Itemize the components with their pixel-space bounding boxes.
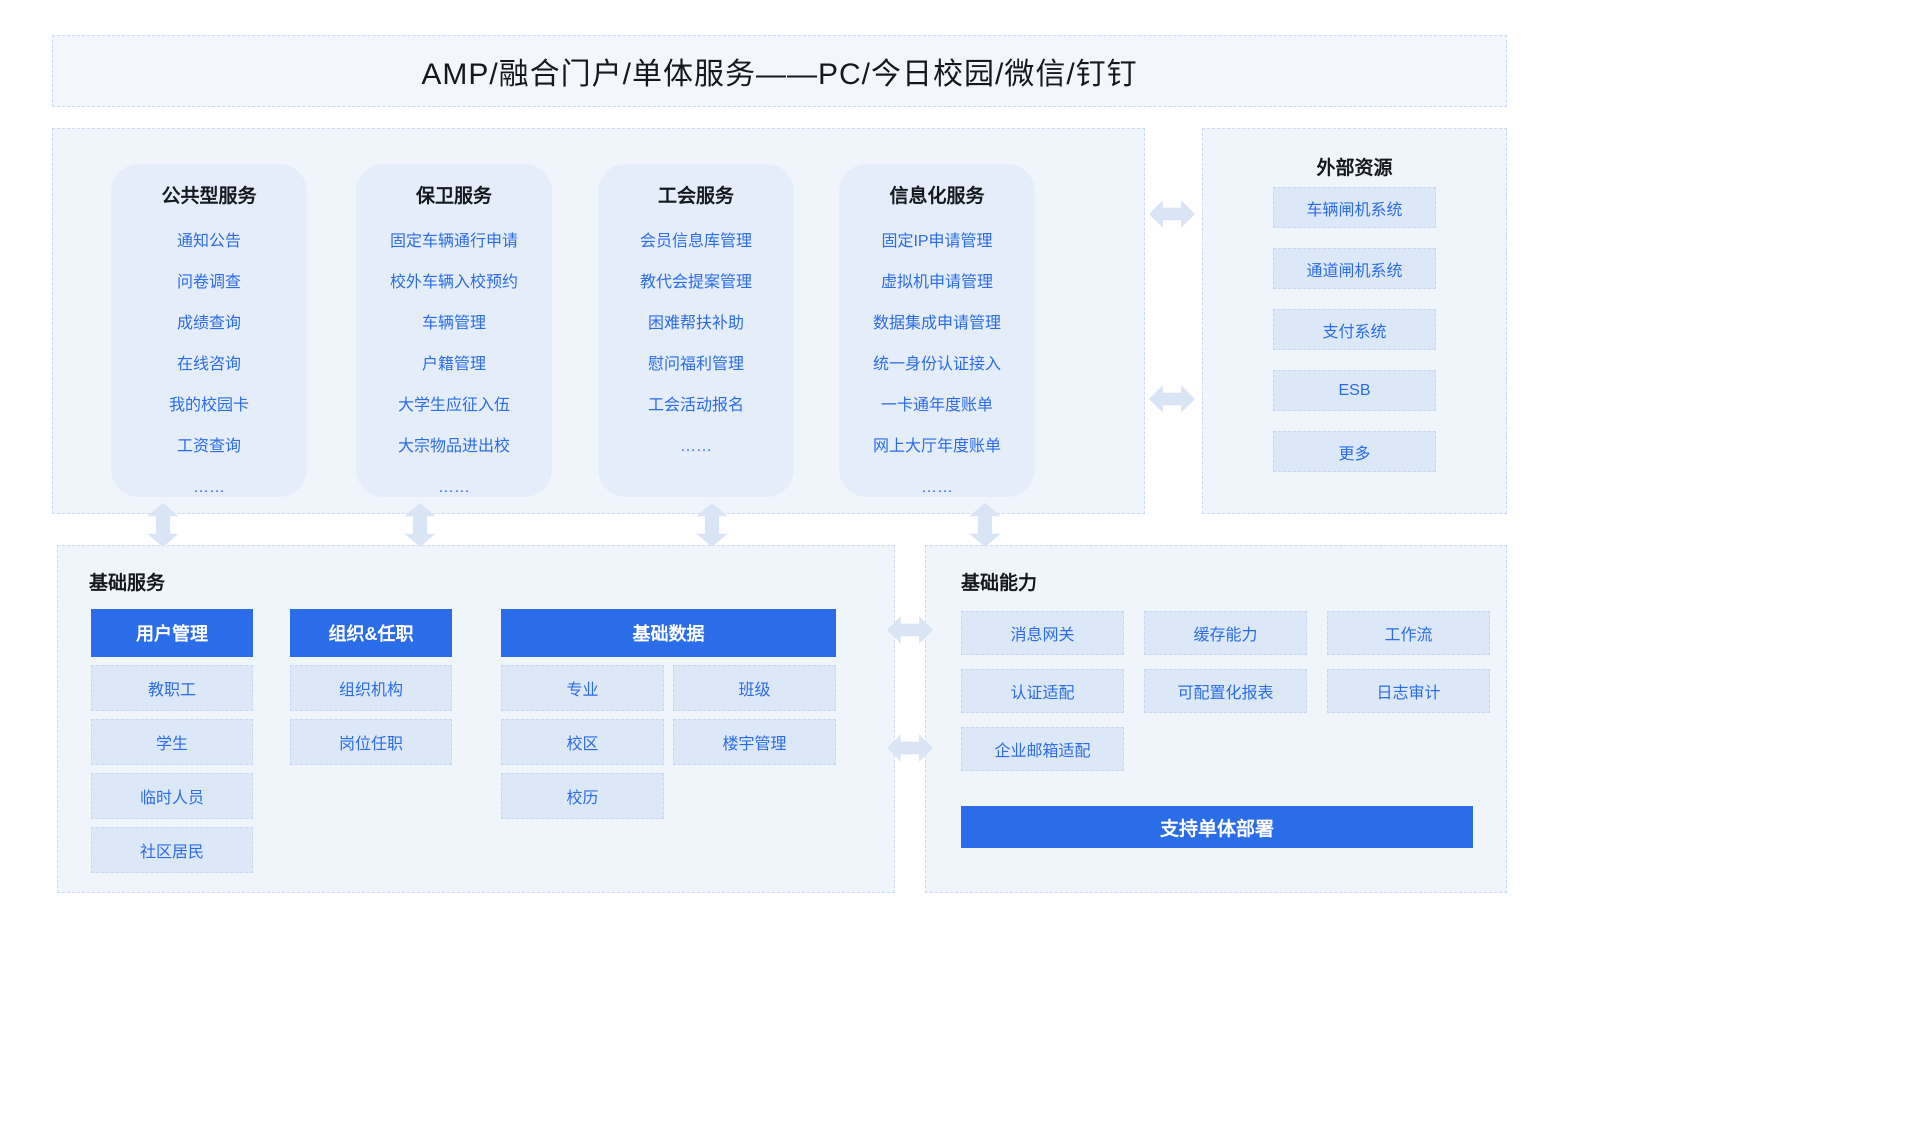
external-resource-item: 更多 [1273,431,1436,472]
service-item: 校外车辆入校预约 [389,274,518,291]
base-service-item: 楼宇管理 [673,719,836,765]
service-item-ellipsis: …… [680,438,712,455]
service-item-ellipsis: …… [193,479,225,496]
service-item: 我的校园卡 [168,397,249,414]
service-item-ellipsis: …… [921,479,953,496]
base-services-column-users: 用户管理 教职工 学生 临时人员 社区居民 [91,609,253,873]
service-item: 通知公告 [176,233,241,250]
base-service-item: 社区居民 [91,827,253,873]
service-item: 虚拟机申请管理 [880,274,993,291]
service-group-security: 保卫服务 固定车辆通行申请 校外车辆入校预约 车辆管理 户籍管理 大学生应征入伍… [356,164,552,497]
capability-item: 工作流 [1327,611,1490,655]
capability-item: 缓存能力 [1144,611,1307,655]
single-deployment-banner: 支持单体部署 [961,806,1473,848]
double-arrow-vertical-icon [403,503,437,552]
external-resource-item: 通道闸机系统 [1273,248,1436,289]
service-item: 教代会提案管理 [639,274,752,291]
service-group-title: 公共型服务 [161,186,257,207]
double-arrow-vertical-icon [695,503,729,552]
base-capabilities-grid: 消息网关 缓存能力 工作流 认证适配 可配置化报表 日志审计 企业邮箱适配 [961,611,1490,771]
service-item: 在线咨询 [176,356,241,373]
service-item: 大学生应征入伍 [397,397,510,414]
service-item: 会员信息库管理 [639,233,752,250]
external-resources-list: 车辆闸机系统 通道闸机系统 支付系统 ESB 更多 [1273,187,1436,472]
base-capabilities-panel: 基础能力 消息网关 缓存能力 工作流 认证适配 可配置化报表 日志审计 企业邮箱… [925,545,1507,893]
external-resources-panel: 外部资源 车辆闸机系统 通道闸机系统 支付系统 ESB 更多 [1202,128,1507,514]
base-services-panel: 基础服务 用户管理 教职工 学生 临时人员 社区居民 组织&任职 组织机构 岗位… [57,545,895,893]
column-header: 基础数据 [501,609,836,657]
double-arrow-vertical-icon [146,503,180,552]
service-item: 车辆管理 [421,315,486,332]
service-item: 工会活动报名 [647,397,744,414]
base-capabilities-title: 基础能力 [961,573,1038,594]
double-arrow-horizontal-icon [887,733,933,768]
base-data-grid: 专业 班级 校区 楼宇管理 校历 [501,665,836,819]
service-item: 固定车辆通行申请 [389,233,518,250]
double-arrow-vertical-icon [968,503,1002,552]
service-item-ellipsis: …… [438,479,470,496]
service-item: 网上大厅年度账单 [872,438,1001,455]
external-resources-title: 外部资源 [1316,158,1393,179]
service-item: 户籍管理 [421,356,486,373]
service-item: 问卷调查 [176,274,241,291]
capability-item: 认证适配 [961,669,1124,713]
service-group-union: 工会服务 会员信息库管理 教代会提案管理 困难帮扶补助 慰问福利管理 工会活动报… [598,164,794,497]
service-item: 慰问福利管理 [647,356,744,373]
base-service-item: 临时人员 [91,773,253,819]
base-service-item: 学生 [91,719,253,765]
service-item: 困难帮扶补助 [647,315,744,332]
application-services-panel: 公共型服务 通知公告 问卷调查 成绩查询 在线咨询 我的校园卡 工资查询 …… … [52,128,1145,514]
column-header: 组织&任职 [290,609,452,657]
service-item: 大宗物品进出校 [397,438,510,455]
service-item: 统一身份认证接入 [872,356,1001,373]
base-service-item: 岗位任职 [290,719,452,765]
top-banner: AMP/融合门户/单体服务——PC/今日校园/微信/钉钉 [52,35,1507,107]
double-arrow-horizontal-icon [1149,384,1195,419]
base-service-item: 专业 [501,665,664,711]
base-service-item: 教职工 [91,665,253,711]
column-header: 用户管理 [91,609,253,657]
service-item: 工资查询 [176,438,241,455]
capability-item: 企业邮箱适配 [961,727,1124,771]
double-arrow-horizontal-icon [1149,199,1195,234]
base-service-item: 校区 [501,719,664,765]
base-service-item: 组织机构 [290,665,452,711]
service-item: 成绩查询 [176,315,241,332]
service-group-title: 信息化服务 [889,186,985,207]
double-arrow-horizontal-icon [887,615,933,650]
external-resource-item: ESB [1273,370,1436,411]
external-resource-item: 支付系统 [1273,309,1436,350]
page-title: AMP/融合门户/单体服务——PC/今日校园/微信/钉钉 [421,58,1138,91]
capability-item: 日志审计 [1327,669,1490,713]
service-item: 一卡通年度账单 [880,397,993,414]
base-services-title: 基础服务 [89,573,166,594]
service-group-it: 信息化服务 固定IP申请管理 虚拟机申请管理 数据集成申请管理 统一身份认证接入… [839,164,1035,497]
capability-item: 可配置化报表 [1144,669,1307,713]
external-resource-item: 车辆闸机系统 [1273,187,1436,228]
base-services-column-data: 基础数据 专业 班级 校区 楼宇管理 校历 [501,609,836,819]
base-services-column-org: 组织&任职 组织机构 岗位任职 [290,609,452,765]
service-item: 数据集成申请管理 [872,315,1001,332]
capability-item: 消息网关 [961,611,1124,655]
base-service-item: 班级 [673,665,836,711]
base-service-item: 校历 [501,773,664,819]
service-group-title: 保卫服务 [415,186,492,207]
service-item: 固定IP申请管理 [881,233,993,250]
service-group-public: 公共型服务 通知公告 问卷调查 成绩查询 在线咨询 我的校园卡 工资查询 …… [111,164,307,497]
service-group-title: 工会服务 [657,186,734,207]
